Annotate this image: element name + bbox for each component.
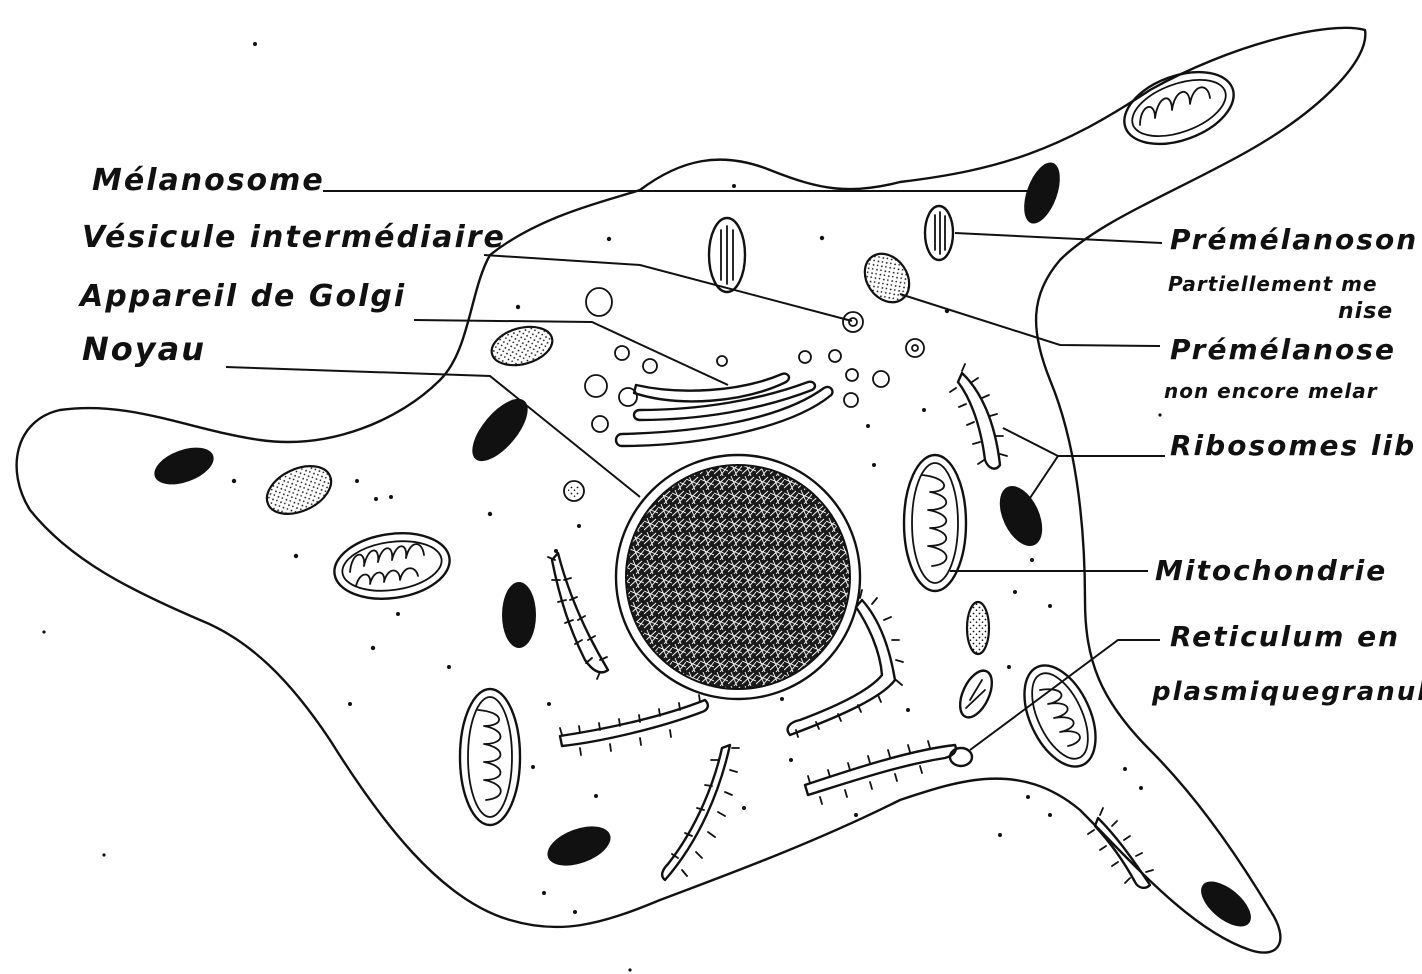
label-mitochondrie: Mitochondrie xyxy=(1155,554,1387,587)
label-reticulum: Reticulum en xyxy=(1170,620,1400,653)
golgi-apparatus xyxy=(616,374,832,446)
label-premelanosome-partial-line3: nise xyxy=(1338,299,1393,324)
label-premelanosome-partial-line2: Partiellement me xyxy=(1168,272,1378,296)
label-premelanosome-partial: Prémélanoson xyxy=(1170,223,1418,256)
nucleus-chromatin xyxy=(626,465,850,689)
label-appareil-golgi: Appareil de Golgi xyxy=(78,279,406,314)
label-ribosomes: Ribosomes lib xyxy=(1170,429,1416,462)
label-melanosome: Mélanosome xyxy=(92,163,325,198)
mitochondria xyxy=(330,58,1243,825)
label-premelanosome-unmelanized-line2: non encore melar xyxy=(1164,379,1378,403)
label-premelanosome-unmelanized: Prémélanose xyxy=(1170,333,1396,366)
label-vesicule-intermediaire: Vésicule intermédiaire xyxy=(82,220,506,255)
label-noyau: Noyau xyxy=(82,330,206,368)
label-reticulum-line2: plasmiquegranul xyxy=(1151,677,1422,707)
